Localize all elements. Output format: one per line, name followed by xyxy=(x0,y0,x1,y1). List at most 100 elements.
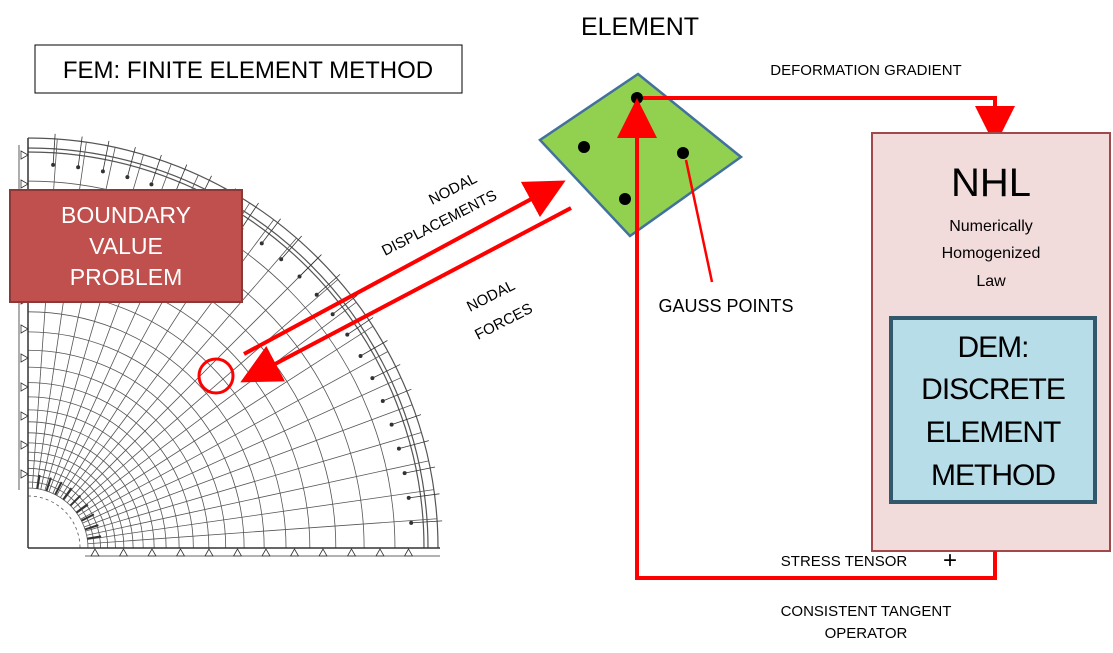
deformation-gradient-label: DEFORMATION GRADIENT xyxy=(770,62,961,79)
mesh-spoke xyxy=(85,432,422,532)
support-triangle xyxy=(346,548,357,557)
load-arrow-head xyxy=(314,292,319,297)
support-triangle xyxy=(403,548,414,557)
fem-title: FEM: FINITE ELEMENT METHOD xyxy=(63,57,433,84)
mesh-spoke xyxy=(80,351,389,520)
element-label: ELEMENT xyxy=(581,13,699,41)
mesh-spoke xyxy=(87,518,437,545)
inner-load-arrow xyxy=(62,487,73,501)
bvp-line1: BOUNDARY xyxy=(61,202,191,228)
bvp-box xyxy=(9,189,243,303)
load-arrow xyxy=(102,140,110,172)
dem-line3: ELEMENT xyxy=(926,416,1061,449)
support-triangle xyxy=(261,548,271,557)
load-arrow xyxy=(404,466,436,474)
load-arrow xyxy=(398,440,429,449)
load-arrow xyxy=(408,493,440,499)
load-arrow-head xyxy=(389,422,394,427)
load-arrow-head xyxy=(297,274,302,279)
load-arrow-head xyxy=(396,446,401,451)
load-arrow-head xyxy=(279,257,284,262)
load-arrow xyxy=(360,340,388,357)
support-triangle xyxy=(20,150,29,160)
load-arrow-head xyxy=(330,312,335,317)
mesh-arc xyxy=(27,487,89,549)
load-arrow-head xyxy=(76,165,81,170)
gauss-point xyxy=(631,92,643,104)
support-triangle xyxy=(90,548,100,557)
bvp-line3: PROBLEM xyxy=(70,264,182,290)
load-arrow-head xyxy=(409,520,414,525)
mesh-spoke xyxy=(82,377,402,524)
cto-line2: OPERATOR xyxy=(825,625,908,642)
selected-element-circle xyxy=(197,357,235,395)
support-triangle xyxy=(20,179,29,189)
inner-load-arrow xyxy=(45,477,52,492)
load-arrow xyxy=(151,154,162,185)
support-triangle xyxy=(118,548,129,557)
load-arrow xyxy=(52,133,56,165)
load-arrow-head xyxy=(380,399,385,404)
inner-load-arrow xyxy=(36,474,41,489)
inner-load-arrow xyxy=(81,513,95,522)
inner-load-arrow xyxy=(84,524,99,531)
gauss-points-pointer xyxy=(684,159,714,283)
load-arrow xyxy=(332,295,358,315)
stress-tensor-arrow xyxy=(617,98,997,580)
gauss-point xyxy=(677,147,689,159)
stress-tensor-label: STRESS TENSOR xyxy=(781,553,908,570)
inner-load-arrow xyxy=(75,503,89,514)
gauss-point xyxy=(619,193,631,205)
gauss-point xyxy=(578,141,590,153)
nhl-line3: Law xyxy=(976,273,1006,290)
load-arrow-head xyxy=(402,471,407,476)
support-triangle xyxy=(289,548,300,557)
bvp-line2: VALUE xyxy=(89,233,163,259)
nhl-line2: Homogenized xyxy=(942,245,1041,262)
support-triangle xyxy=(175,548,186,557)
dem-line1: DEM: xyxy=(958,331,1029,364)
dem-line2: DISCRETE xyxy=(921,373,1065,406)
nhl-line1: Numerically xyxy=(949,218,1033,235)
mesh-spoke xyxy=(78,326,374,516)
nhl-title: NHL xyxy=(951,161,1031,205)
support-triangle xyxy=(204,548,214,557)
load-arrow xyxy=(127,147,136,178)
dem-line4: METHOD xyxy=(931,459,1055,492)
inner-load-arrow xyxy=(54,481,63,495)
support-triangle xyxy=(375,548,385,557)
load-arrow-head xyxy=(51,162,56,167)
support-triangle xyxy=(20,353,29,363)
load-arrow-head xyxy=(149,182,154,187)
support-triangle xyxy=(232,548,243,557)
mesh-spoke xyxy=(73,279,339,510)
load-arrow xyxy=(280,235,302,260)
load-arrow xyxy=(299,254,322,277)
load-arrow xyxy=(174,164,188,194)
support-triangle xyxy=(20,382,29,392)
fem-title-box xyxy=(34,44,463,94)
cto-line1: CONSISTENT TANGENT xyxy=(781,603,952,620)
load-arrow xyxy=(411,520,443,524)
load-arrow-head xyxy=(259,241,264,246)
nodal-forces-arrow xyxy=(240,206,572,383)
load-arrow xyxy=(382,388,412,402)
load-arrow xyxy=(372,364,401,379)
load-arrow xyxy=(316,274,341,296)
plus-sign: + xyxy=(943,547,957,574)
mesh-spoke xyxy=(84,404,413,528)
mesh-spoke xyxy=(86,460,429,536)
load-arrow xyxy=(261,218,281,244)
load-arrow-head xyxy=(406,495,411,500)
load-arrow xyxy=(77,136,83,168)
load-arrow-head xyxy=(358,353,363,358)
support-triangle xyxy=(318,548,328,557)
support-triangle xyxy=(147,548,157,557)
load-arrow xyxy=(391,414,422,425)
mesh-spoke xyxy=(75,301,357,513)
load-arrow xyxy=(241,202,259,229)
load-arrow-head xyxy=(100,169,105,174)
load-arrow-head xyxy=(345,332,350,337)
load-arrow-head xyxy=(370,376,375,381)
